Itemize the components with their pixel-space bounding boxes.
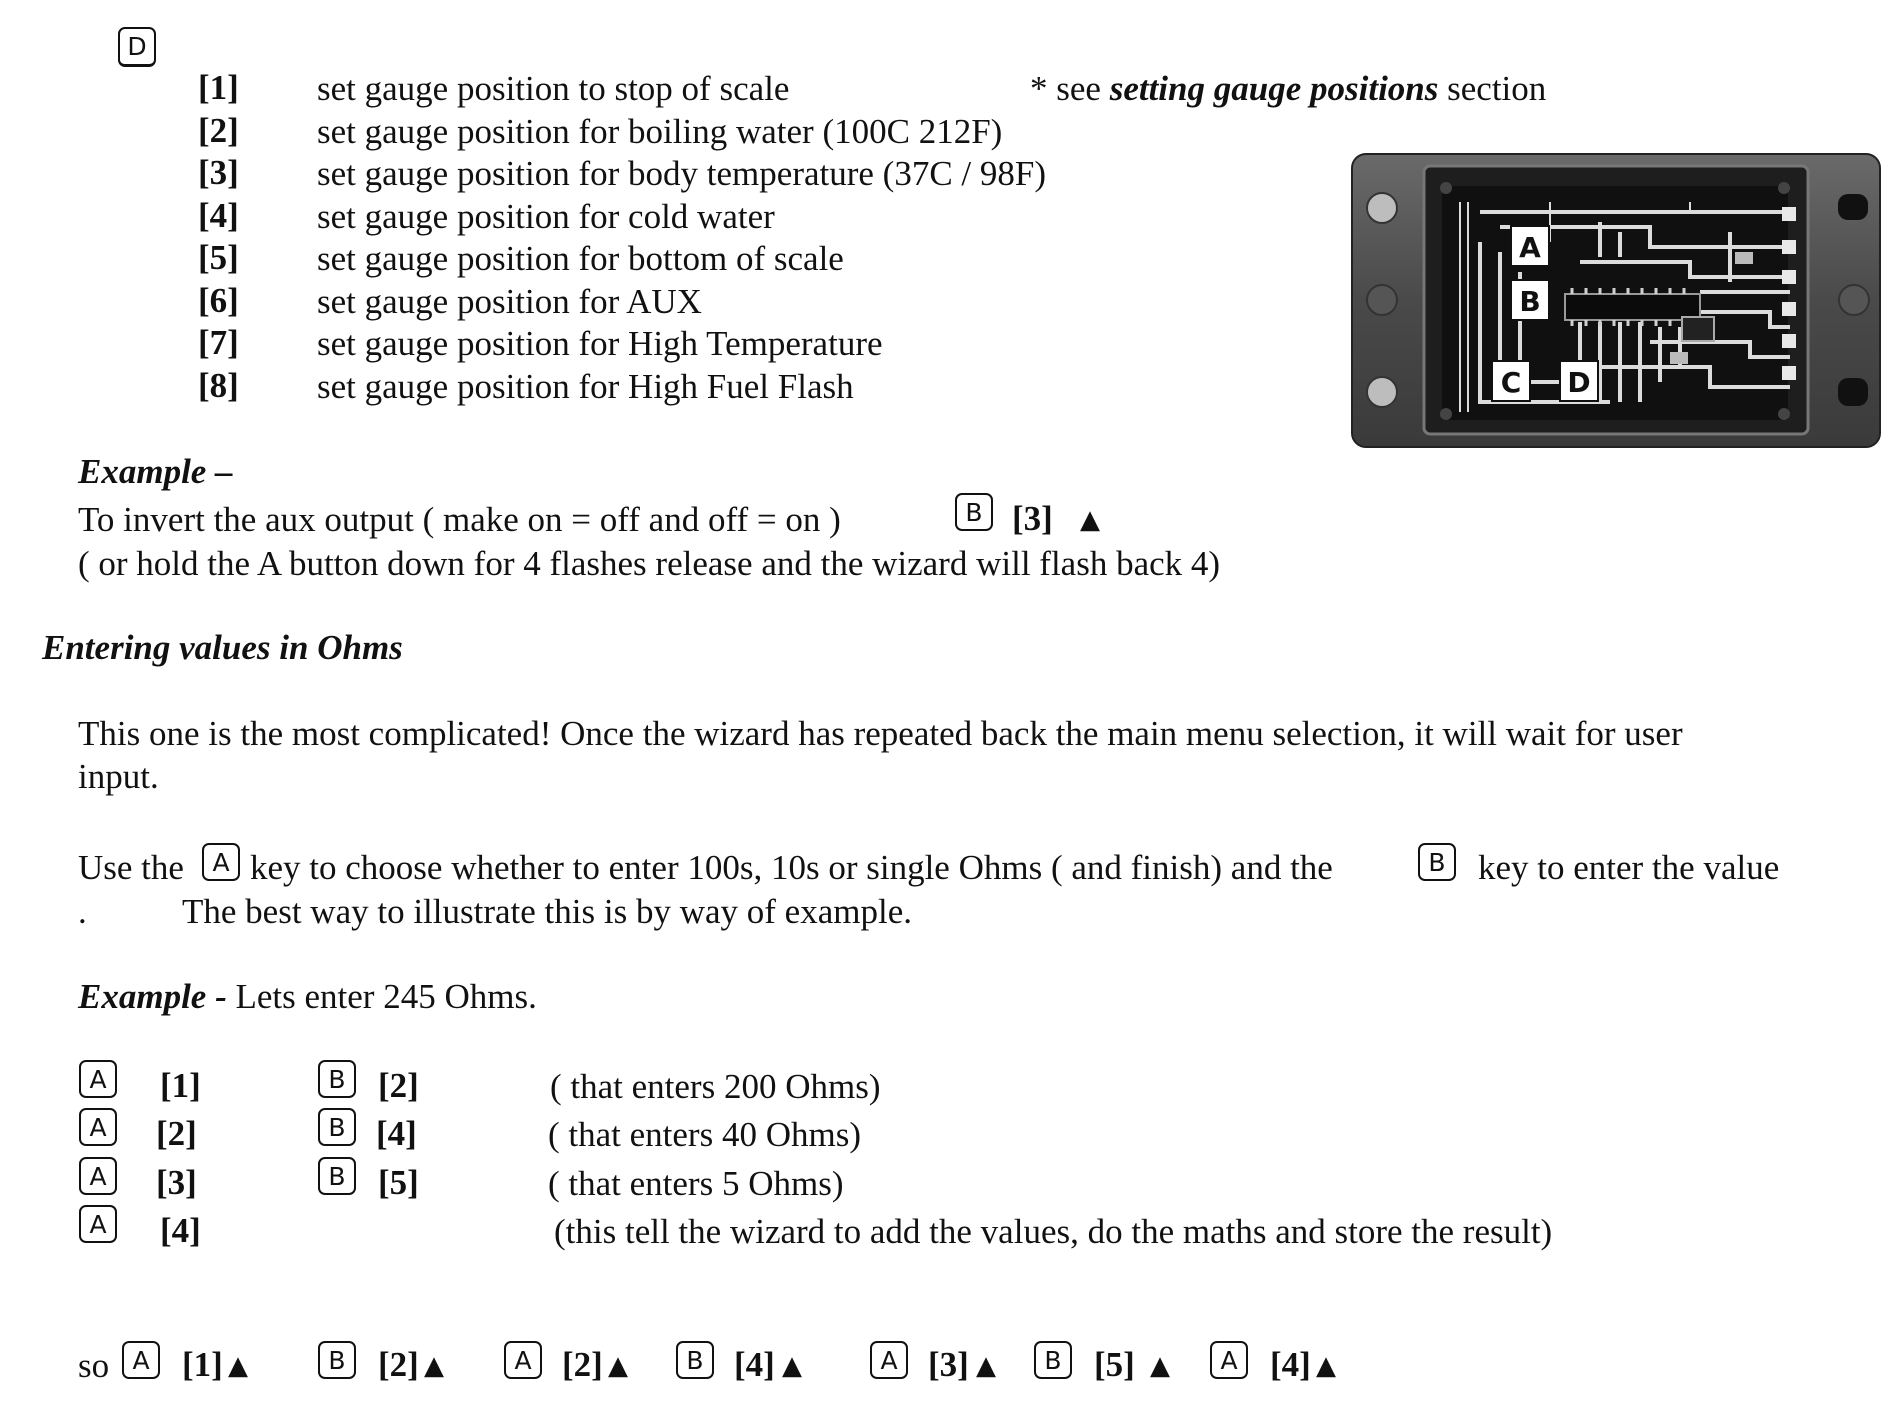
example1-title: Example – [78,452,233,491]
row-a-num: [4] [160,1211,201,1250]
note-pre: see [1047,69,1110,108]
key-a-icon: A [79,1060,117,1098]
ohms-para1-line1: This one is the most complicated! Once t… [78,714,1683,753]
menu-text: set gauge position for boiling water (10… [317,112,1003,151]
key-b-icon: B [1034,1341,1072,1379]
example2-title-line: Example - Lets enter 245 Ohms. [78,976,537,1018]
ohms-para1-line2: input. [78,757,159,796]
photo-label-c: C [1501,366,1522,399]
example1-line2: ( or hold the A button down for 4 flashe… [78,544,1221,583]
note: * see setting gauge positions section [1030,68,1546,110]
step-num: [5] [1094,1345,1135,1384]
key-a-icon: A [79,1205,117,1243]
example1-num: [3] [1012,499,1053,538]
key-b-icon: B [318,1108,356,1146]
key-a-icon: A [79,1108,117,1146]
ohms-para2-post: key to enter the value [1478,848,1780,887]
arrow-up-icon: ▲ [608,1351,628,1381]
row-b-num: [4] [376,1114,417,1153]
step-num: [1] [182,1345,223,1384]
step-num: [4] [734,1345,775,1384]
note-post: section [1438,69,1547,108]
arrow-up-icon: ▲ [424,1351,444,1381]
menu-num: [7] [198,323,239,362]
menu-text: set gauge position for High Fuel Flash [317,367,854,406]
key-d-icon: D [118,27,156,67]
example2-title: Example - [78,977,227,1016]
step-num: [2] [562,1345,603,1384]
row-b-num: [2] [378,1066,419,1105]
menu-num: [2] [198,111,239,150]
row-a-num: [1] [160,1066,201,1105]
step-num: [4] [1270,1345,1311,1384]
menu-num: [8] [198,366,239,405]
menu-num: [3] [198,153,239,192]
step-num: [3] [928,1345,969,1384]
arrow-up-icon: ▲ [1150,1351,1170,1381]
ohms-heading: Entering values in Ohms [42,628,403,667]
row-a-num: [3] [156,1163,197,1202]
key-a-icon: A [79,1157,117,1195]
key-a-icon: A [1210,1341,1248,1379]
row-desc: ( that enters 200 Ohms) [550,1067,881,1106]
photo-label-a: A [1519,231,1541,264]
ohms-para2-pre: Use the [78,848,184,887]
menu-num: [6] [198,281,239,320]
arrow-up-icon: ▲ [782,1351,802,1381]
ohms-para2-line2: The best way to illustrate this is by wa… [182,892,912,931]
menu-text: set gauge position for AUX [317,282,702,321]
arrow-up-icon: ▲ [1080,505,1100,535]
row-desc: (this tell the wizard to add the values,… [554,1212,1553,1251]
row-a-num: [2] [156,1114,197,1153]
key-a-icon: A [122,1341,160,1379]
sequence-prefix: so [78,1346,110,1385]
key-a-icon: A [202,843,240,881]
key-b-icon: B [955,493,993,531]
note-star: * [1030,69,1048,108]
menu-text: set gauge position for bottom of scale [317,239,844,278]
arrow-up-icon: ▲ [1316,1351,1336,1381]
menu-text: set gauge position for High Temperature [317,324,883,363]
note-emphasis: setting gauge positions [1109,69,1439,108]
row-b-num: [5] [378,1163,419,1202]
photo-label-d: D [1567,366,1590,399]
key-a-icon: A [870,1341,908,1379]
key-b-icon: B [676,1341,714,1379]
row-desc: ( that enters 5 Ohms) [548,1164,844,1203]
example1-line1: To invert the aux output ( make on = off… [78,500,841,539]
menu-text: set gauge position to stop of scale [317,69,790,108]
example2-rest: Lets enter 245 Ohms. [226,977,537,1016]
menu-text: set gauge position for body temperature … [317,154,1047,193]
key-b-icon: B [318,1060,356,1098]
key-b-icon: B [1418,843,1456,881]
step-num: [2] [378,1345,419,1384]
key-a-icon: A [504,1341,542,1379]
ohms-para2-mid: key to choose whether to enter 100s, 10s… [250,848,1333,887]
row-desc: ( that enters 40 Ohms) [548,1115,861,1154]
menu-text: set gauge position for cold water [317,197,775,236]
ohms-para2-dot: . [78,892,87,931]
key-b-icon: B [318,1341,356,1379]
menu-num: [5] [198,238,239,277]
circuit-board-photo: A B C D [1351,153,1881,448]
photo-label-b: B [1519,285,1540,318]
key-b-icon: B [318,1157,356,1195]
arrow-up-icon: ▲ [228,1351,248,1381]
arrow-up-icon: ▲ [976,1351,996,1381]
menu-num: [4] [198,196,239,235]
menu-num: [1] [198,68,239,107]
